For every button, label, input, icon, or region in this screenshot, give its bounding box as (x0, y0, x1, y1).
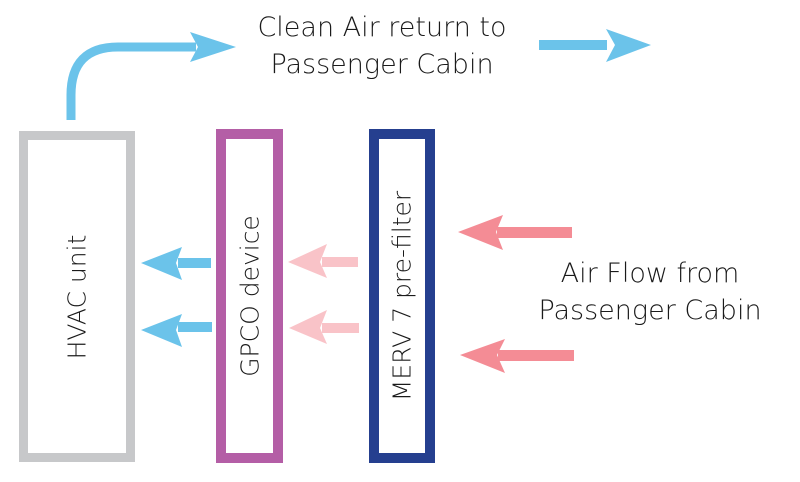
clean-arrow-bottom-shaft (178, 322, 212, 332)
filtered-arrow-bottom-head (289, 310, 327, 344)
clean-air-return-line-1: Clean Air return to (257, 12, 507, 43)
air-flow-line-2: Passenger Cabin (538, 295, 762, 326)
air-flow-line-1: Air Flow from (560, 258, 740, 289)
air-flow-label: Air Flow from Passenger Cabin (515, 255, 785, 329)
clean-air-return-curve-arrowhead (190, 32, 236, 62)
hvac-unit-box: HVAC unit (19, 131, 135, 462)
incoming-arrow-top-head (458, 215, 503, 250)
clean-arrow-top-shaft (178, 258, 211, 268)
clean-air-return-line-2: Passenger Cabin (270, 49, 494, 80)
gpco-device-box: GPCO device (216, 129, 283, 463)
incoming-arrow-bottom-head (460, 339, 505, 373)
incoming-arrow-top-shaft (497, 227, 572, 238)
clean-air-return-straight-arrow (539, 40, 607, 50)
filtered-arrow-top-head (288, 244, 327, 278)
clean-air-return-label: Clean Air return to Passenger Cabin (232, 9, 532, 83)
filtered-arrow-top-shaft (322, 257, 358, 267)
clean-air-return-curve-arrow (66, 42, 196, 120)
merv-prefilter-box: MERV 7 pre-filter (369, 129, 435, 463)
filtered-arrow-bottom-shaft (322, 323, 359, 333)
merv-prefilter-label: MERV 7 pre-filter (387, 190, 417, 402)
gpco-device-label: GPCO device (235, 215, 264, 377)
clean-arrow-bottom-head (141, 314, 182, 347)
clean-arrow-top-head (141, 247, 182, 280)
hvac-unit-label: HVAC unit (62, 234, 92, 359)
incoming-arrow-bottom-shaft (498, 350, 574, 361)
clean-air-return-straight-arrowhead (606, 29, 651, 62)
